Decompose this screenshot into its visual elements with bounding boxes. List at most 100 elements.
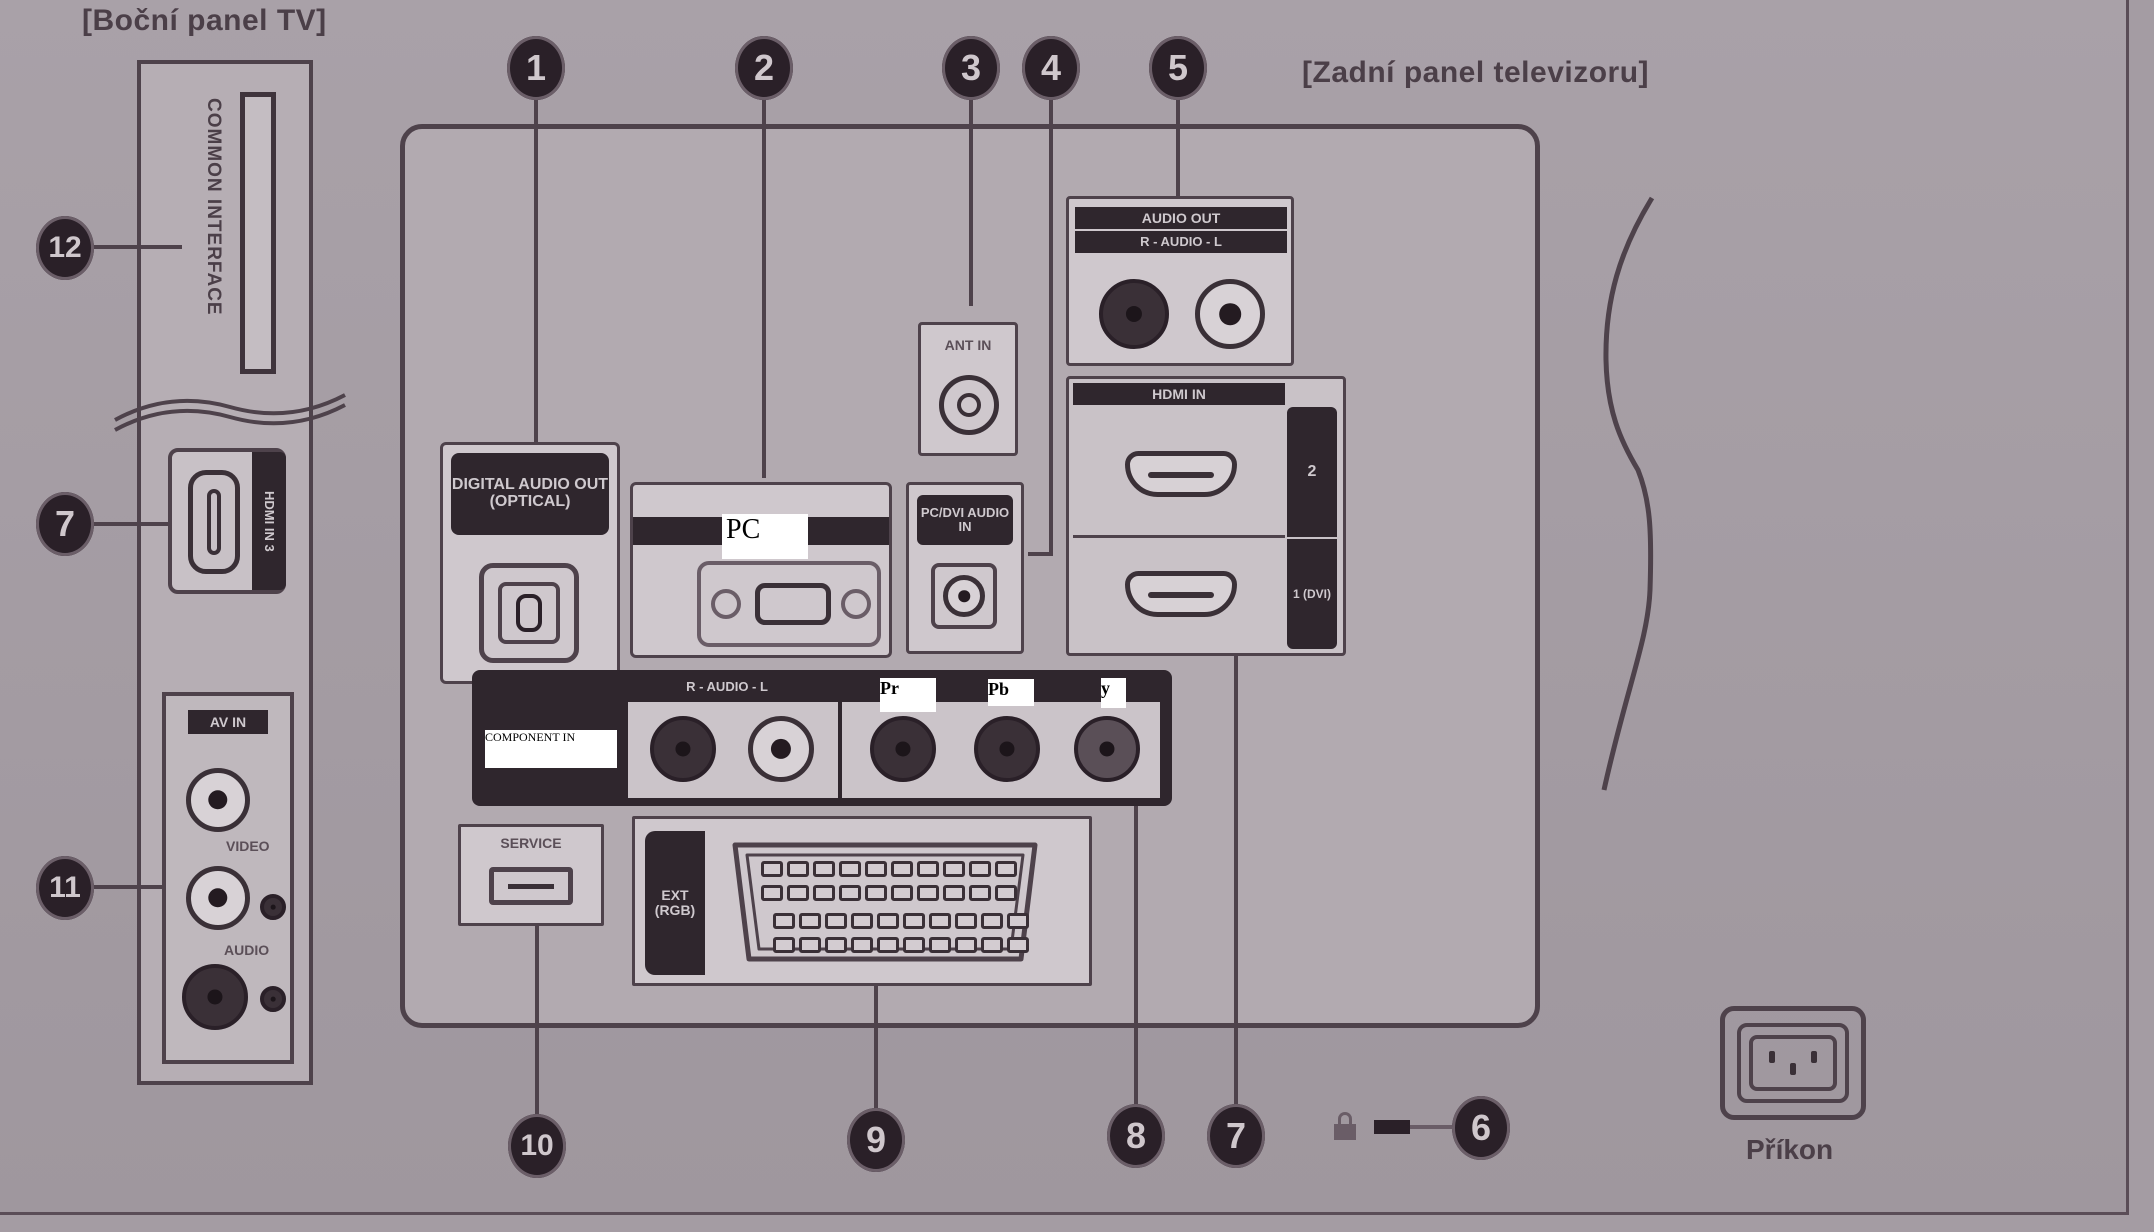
side-hdmi-label: HDMI IN 3 [252,452,286,590]
component-pr-label: Pr [880,678,936,712]
digital-audio-out-optical-port[interactable]: DIGITAL AUDIO OUT (OPTICAL) [440,442,620,684]
scart-pin [903,937,925,953]
scart-pin [773,913,795,929]
scart-pin [943,861,965,877]
audio-r-indicator-icon [260,894,286,920]
scart-pin [865,861,887,877]
scart-pin [839,861,861,877]
pc-label: PC [722,514,808,559]
component-video-section [842,702,1160,798]
rear-panel-caption: [Zadní panel televizoru] [1302,56,1650,89]
scart-pin [839,885,861,901]
scart-pin [969,885,991,901]
hdmi-port-2[interactable] [1073,409,1285,538]
leader-line-2 [762,94,766,478]
leader-line-5 [1176,94,1180,198]
scart-pin [955,913,977,929]
leader-line-9 [874,986,878,1116]
coax-jack-icon [939,375,999,435]
pc-dvi-audio-in-label: PC/DVI AUDIO IN [917,495,1013,545]
av-in-panel: AV IN VIDEO AUDIO [162,692,294,1064]
hdmi-port-2-label: 2 [1287,407,1337,537]
scart-pin [929,913,951,929]
video-label: VIDEO [226,838,270,854]
scart-pin [813,885,835,901]
marker-7-side: 7 [36,492,94,556]
service-port[interactable]: SERVICE [458,824,604,926]
audio-out-port[interactable]: AUDIO OUT R - AUDIO - L [1066,196,1294,366]
pc-vga-port[interactable] [630,482,892,658]
scart-pin [981,937,1003,953]
scart-pin [825,913,847,929]
leader-line-4-tick [1028,552,1053,556]
marker-3: 3 [942,36,1000,100]
hdmi-port-1-dvi[interactable] [1073,539,1285,649]
audio-out-left-jack[interactable] [1195,279,1265,349]
hdmi-in-label: HDMI IN [1073,383,1285,405]
marker-12: 12 [36,216,94,280]
scart-pin [799,937,821,953]
component-y-label: y [1101,678,1126,708]
scart-pin [1007,937,1029,953]
lock-icon [1334,1112,1356,1140]
audio-out-sublabel: R - AUDIO - L [1075,231,1287,253]
power-socket-icon [1749,1035,1837,1091]
scart-pin [825,937,847,953]
marker-1: 1 [507,36,565,100]
scart-pin [761,861,783,877]
component-audio-left-jack[interactable] [748,716,814,782]
leader-line-11 [92,885,164,889]
leader-line-7-side [92,522,170,526]
scart-pin [917,861,939,877]
marker-6: 6 [1452,1096,1510,1160]
marker-11: 11 [36,856,94,920]
hdmi-in-panel: HDMI IN 2 1 (DVI) [1066,376,1346,656]
leader-line-12 [92,245,182,249]
scart-pin [929,937,951,953]
power-inlet[interactable] [1720,1006,1866,1120]
scart-pin [891,861,913,877]
panel-break-icon [114,393,346,432]
audio-left-jack[interactable] [182,964,248,1030]
component-pb-jack[interactable] [974,716,1040,782]
component-in-label: COMPONENT IN [485,730,617,768]
audio-out-right-jack[interactable] [1099,279,1169,349]
common-interface-slot [240,92,276,374]
side-hdmi-port[interactable]: HDMI IN 3 [168,448,286,594]
video-jack[interactable] [186,768,250,832]
pc-dvi-audio-in-port[interactable]: PC/DVI AUDIO IN [906,482,1024,654]
ext-rgb-scart-port[interactable]: EXT (RGB) [632,816,1092,986]
leader-line-1 [534,94,538,446]
component-in-panel: R - AUDIO - L [472,670,1172,806]
digital-audio-out-label: DIGITAL AUDIO OUT (OPTICAL) [451,453,609,535]
hdmi-connector-icon [188,470,240,574]
ant-in-port[interactable]: ANT IN [918,322,1018,456]
marker-5: 5 [1149,36,1207,100]
optical-jack-icon [479,563,579,663]
leader-line-3 [969,94,973,306]
scart-pin [1007,913,1029,929]
component-pr-jack[interactable] [870,716,936,782]
component-y-jack[interactable] [1074,716,1140,782]
service-label: SERVICE [500,835,562,851]
audio-out-label: AUDIO OUT [1075,207,1287,229]
vga-connector-icon [697,561,881,647]
audio-label: AUDIO [224,942,270,958]
component-audio-right-jack[interactable] [650,716,716,782]
leader-line-6 [1410,1125,1472,1129]
scart-pin [903,913,925,929]
scart-pin [955,937,977,953]
component-audio-section [628,702,838,798]
marker-9: 9 [847,1108,905,1172]
av-in-label: AV IN [188,710,268,734]
hdmi-connector-icon [1125,571,1237,617]
component-audio-label: R - AUDIO - L [686,679,768,695]
scart-pin [995,885,1017,901]
audio-right-jack[interactable] [186,866,250,930]
kensington-slot-icon [1374,1120,1410,1134]
usb-connector-icon [489,867,573,905]
common-interface-label: COMMON INTERFACE [203,98,224,316]
power-label: Příkon [1746,1134,1834,1165]
marker-10: 10 [508,1114,566,1178]
marker-4: 4 [1022,36,1080,100]
